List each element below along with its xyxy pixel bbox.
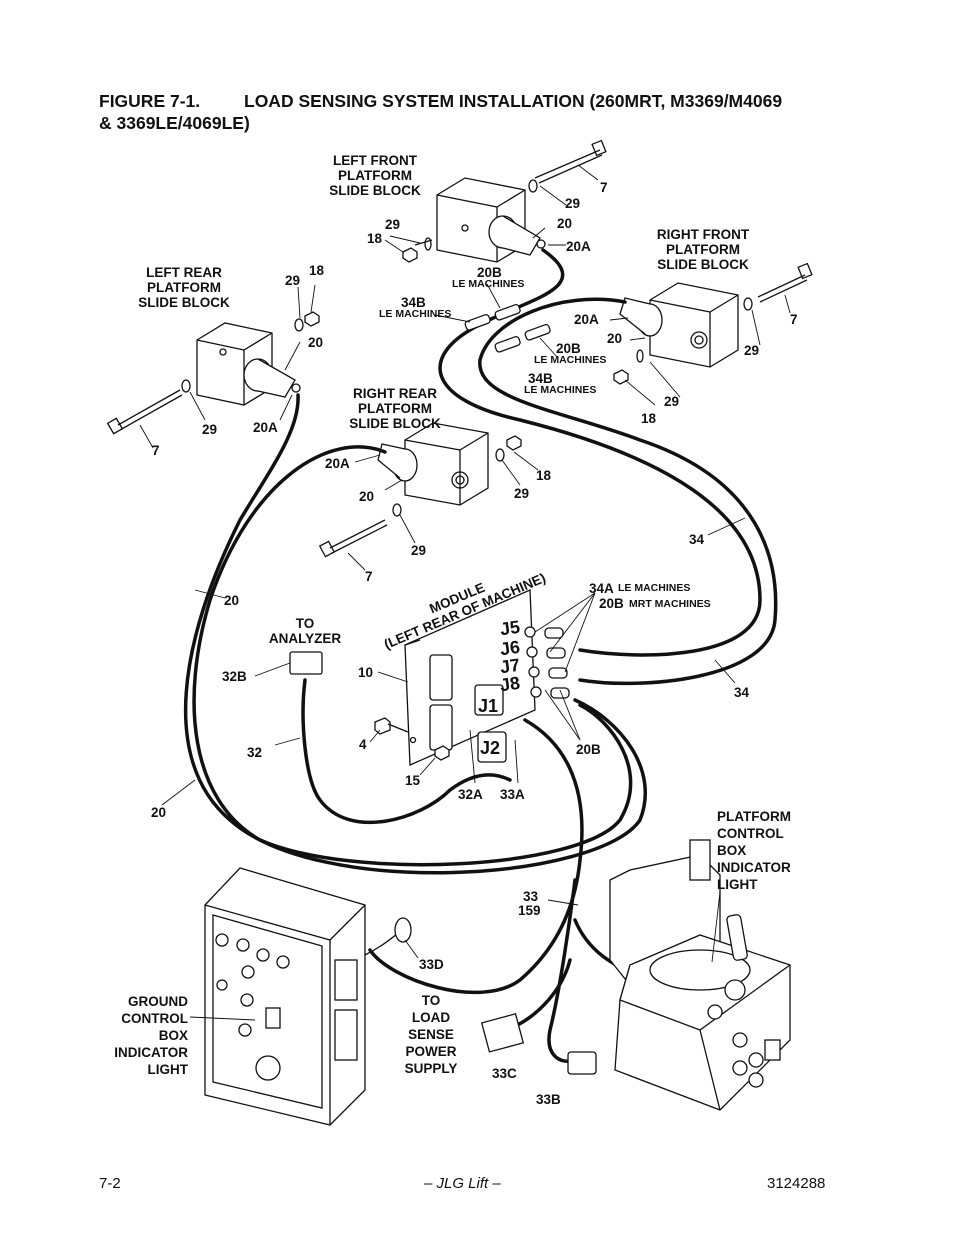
label-right-rear-slide-block: RIGHT REAR PLATFORM SLIDE BLOCK bbox=[345, 386, 445, 431]
label-platform-box-text: PLATFORM CONTROL BOX INDICATOR LIGHT bbox=[717, 809, 791, 892]
callout-18: 18 bbox=[367, 231, 383, 246]
footer-brand: – JLG Lift – bbox=[424, 1175, 501, 1192]
callout-29: 29 bbox=[411, 543, 427, 558]
callout-18: 18 bbox=[536, 468, 552, 483]
callout-20: 20 bbox=[607, 331, 623, 346]
callout-32: 32 bbox=[247, 745, 263, 760]
callout-20: 20 bbox=[308, 335, 324, 350]
jack-j5: J5 bbox=[498, 616, 522, 640]
callout-32a: 32A bbox=[458, 787, 483, 802]
callout-7: 7 bbox=[600, 180, 608, 195]
left-front-slide-block bbox=[402, 139, 607, 263]
callout-34b: 34B bbox=[401, 295, 426, 310]
jack-j2: J2 bbox=[480, 738, 501, 758]
callout-29: 29 bbox=[664, 394, 680, 409]
platform-control-box bbox=[480, 839, 791, 1111]
callout-29: 29 bbox=[285, 273, 301, 288]
label-right-front-text: RIGHT FRONT PLATFORM SLIDE BLOCK bbox=[656, 227, 750, 272]
callout-20: 20 bbox=[557, 216, 573, 231]
page-number: 7-2 bbox=[99, 1175, 121, 1192]
label-platform-control-box: PLATFORM CONTROL BOX INDICATOR LIGHT bbox=[717, 808, 791, 893]
label-ground-control-box: GROUND CONTROL BOX INDICATOR LIGHT bbox=[100, 993, 188, 1078]
le-machines-note: LE MACHINES bbox=[534, 354, 607, 366]
label-to-load-text: TO LOAD SENSE POWER SUPPLY bbox=[404, 993, 458, 1076]
callout-159: 159 bbox=[518, 903, 541, 918]
le-machines-note: LE MACHINES bbox=[618, 582, 691, 594]
jack-j1: J1 bbox=[478, 696, 499, 716]
callout-20b: 20B bbox=[556, 341, 581, 356]
callout-18: 18 bbox=[309, 263, 325, 278]
label-left-rear-text: LEFT REAR PLATFORM SLIDE BLOCK bbox=[138, 265, 230, 310]
callout-29: 29 bbox=[514, 486, 530, 501]
callout-20b: 20B bbox=[477, 265, 502, 280]
label-ground-box-text: GROUND CONTROL BOX INDICATOR LIGHT bbox=[114, 994, 188, 1077]
callout-34a: 34A bbox=[589, 581, 614, 596]
ground-control-box bbox=[204, 867, 412, 1126]
callout-20b: 20B bbox=[599, 596, 624, 611]
mrt-machines-note: MRT MACHINES bbox=[629, 598, 711, 610]
figure-title-line2: & 3369LE/4069LE) bbox=[99, 113, 250, 133]
jack-j8: J8 bbox=[498, 672, 522, 696]
callout-20: 20 bbox=[151, 805, 167, 820]
right-front-slide-block bbox=[613, 262, 813, 385]
callout-33: 33 bbox=[523, 889, 539, 904]
callout-29: 29 bbox=[565, 196, 581, 211]
callout-20a: 20A bbox=[566, 239, 591, 254]
callout-29: 29 bbox=[202, 422, 218, 437]
callout-7: 7 bbox=[152, 443, 160, 458]
callout-34b: 34B bbox=[528, 371, 553, 386]
callout-33b: 33B bbox=[536, 1092, 561, 1107]
callout-7: 7 bbox=[365, 569, 373, 584]
callout-20: 20 bbox=[359, 489, 375, 504]
leader-lines bbox=[139, 164, 791, 1021]
callout-15: 15 bbox=[405, 773, 421, 788]
label-right-rear-text: RIGHT REAR PLATFORM SLIDE BLOCK bbox=[349, 386, 441, 431]
callout-33d: 33D bbox=[419, 957, 444, 972]
left-rear-slide-block bbox=[106, 311, 320, 435]
le-machines-note: LE MACHINES bbox=[452, 278, 525, 290]
callout-33a: 33A bbox=[500, 787, 525, 802]
callout-20: 20 bbox=[224, 593, 240, 608]
callout-20a: 20A bbox=[253, 420, 278, 435]
callout-34: 34 bbox=[734, 685, 750, 700]
callout-33c: 33C bbox=[492, 1066, 517, 1081]
right-rear-slide-block bbox=[318, 422, 522, 558]
label-to-analyzer: TO ANALYZER bbox=[265, 616, 345, 646]
label-to-analyzer-text: TO ANALYZER bbox=[268, 616, 342, 646]
callout-29: 29 bbox=[744, 343, 760, 358]
callout-4: 4 bbox=[359, 737, 367, 752]
callout-10: 10 bbox=[358, 665, 374, 680]
figure-title-line1: LOAD SENSING SYSTEM INSTALLATION (260MRT… bbox=[244, 91, 783, 111]
callout-20a: 20A bbox=[325, 456, 350, 471]
callout-34: 34 bbox=[689, 532, 705, 547]
label-left-front-slide-block: LEFT FRONT PLATFORM SLIDE BLOCK bbox=[325, 153, 425, 198]
callout-29: 29 bbox=[385, 217, 401, 232]
document-number: 3124288 bbox=[767, 1175, 826, 1192]
label-right-front-slide-block: RIGHT FRONT PLATFORM SLIDE BLOCK bbox=[648, 227, 758, 272]
callout-7: 7 bbox=[790, 312, 798, 327]
callout-20b: 20B bbox=[576, 742, 601, 757]
callout-32b: 32B bbox=[222, 669, 247, 684]
label-left-rear-slide-block: LEFT REAR PLATFORM SLIDE BLOCK bbox=[134, 265, 234, 310]
le-machines-note: LE MACHINES bbox=[379, 308, 452, 320]
label-to-load-sense: TO LOAD SENSE POWER SUPPLY bbox=[397, 992, 465, 1077]
le-machines-note: LE MACHINES bbox=[524, 384, 597, 396]
label-left-front-text: LEFT FRONT PLATFORM SLIDE BLOCK bbox=[329, 153, 421, 198]
figure-title: FIGURE 7-1. LOAD SENSING SYSTEM INSTALLAT… bbox=[99, 90, 859, 134]
figure-number: FIGURE 7-1. bbox=[99, 91, 201, 111]
callout-20a: 20A bbox=[574, 312, 599, 327]
callout-18: 18 bbox=[641, 411, 657, 426]
